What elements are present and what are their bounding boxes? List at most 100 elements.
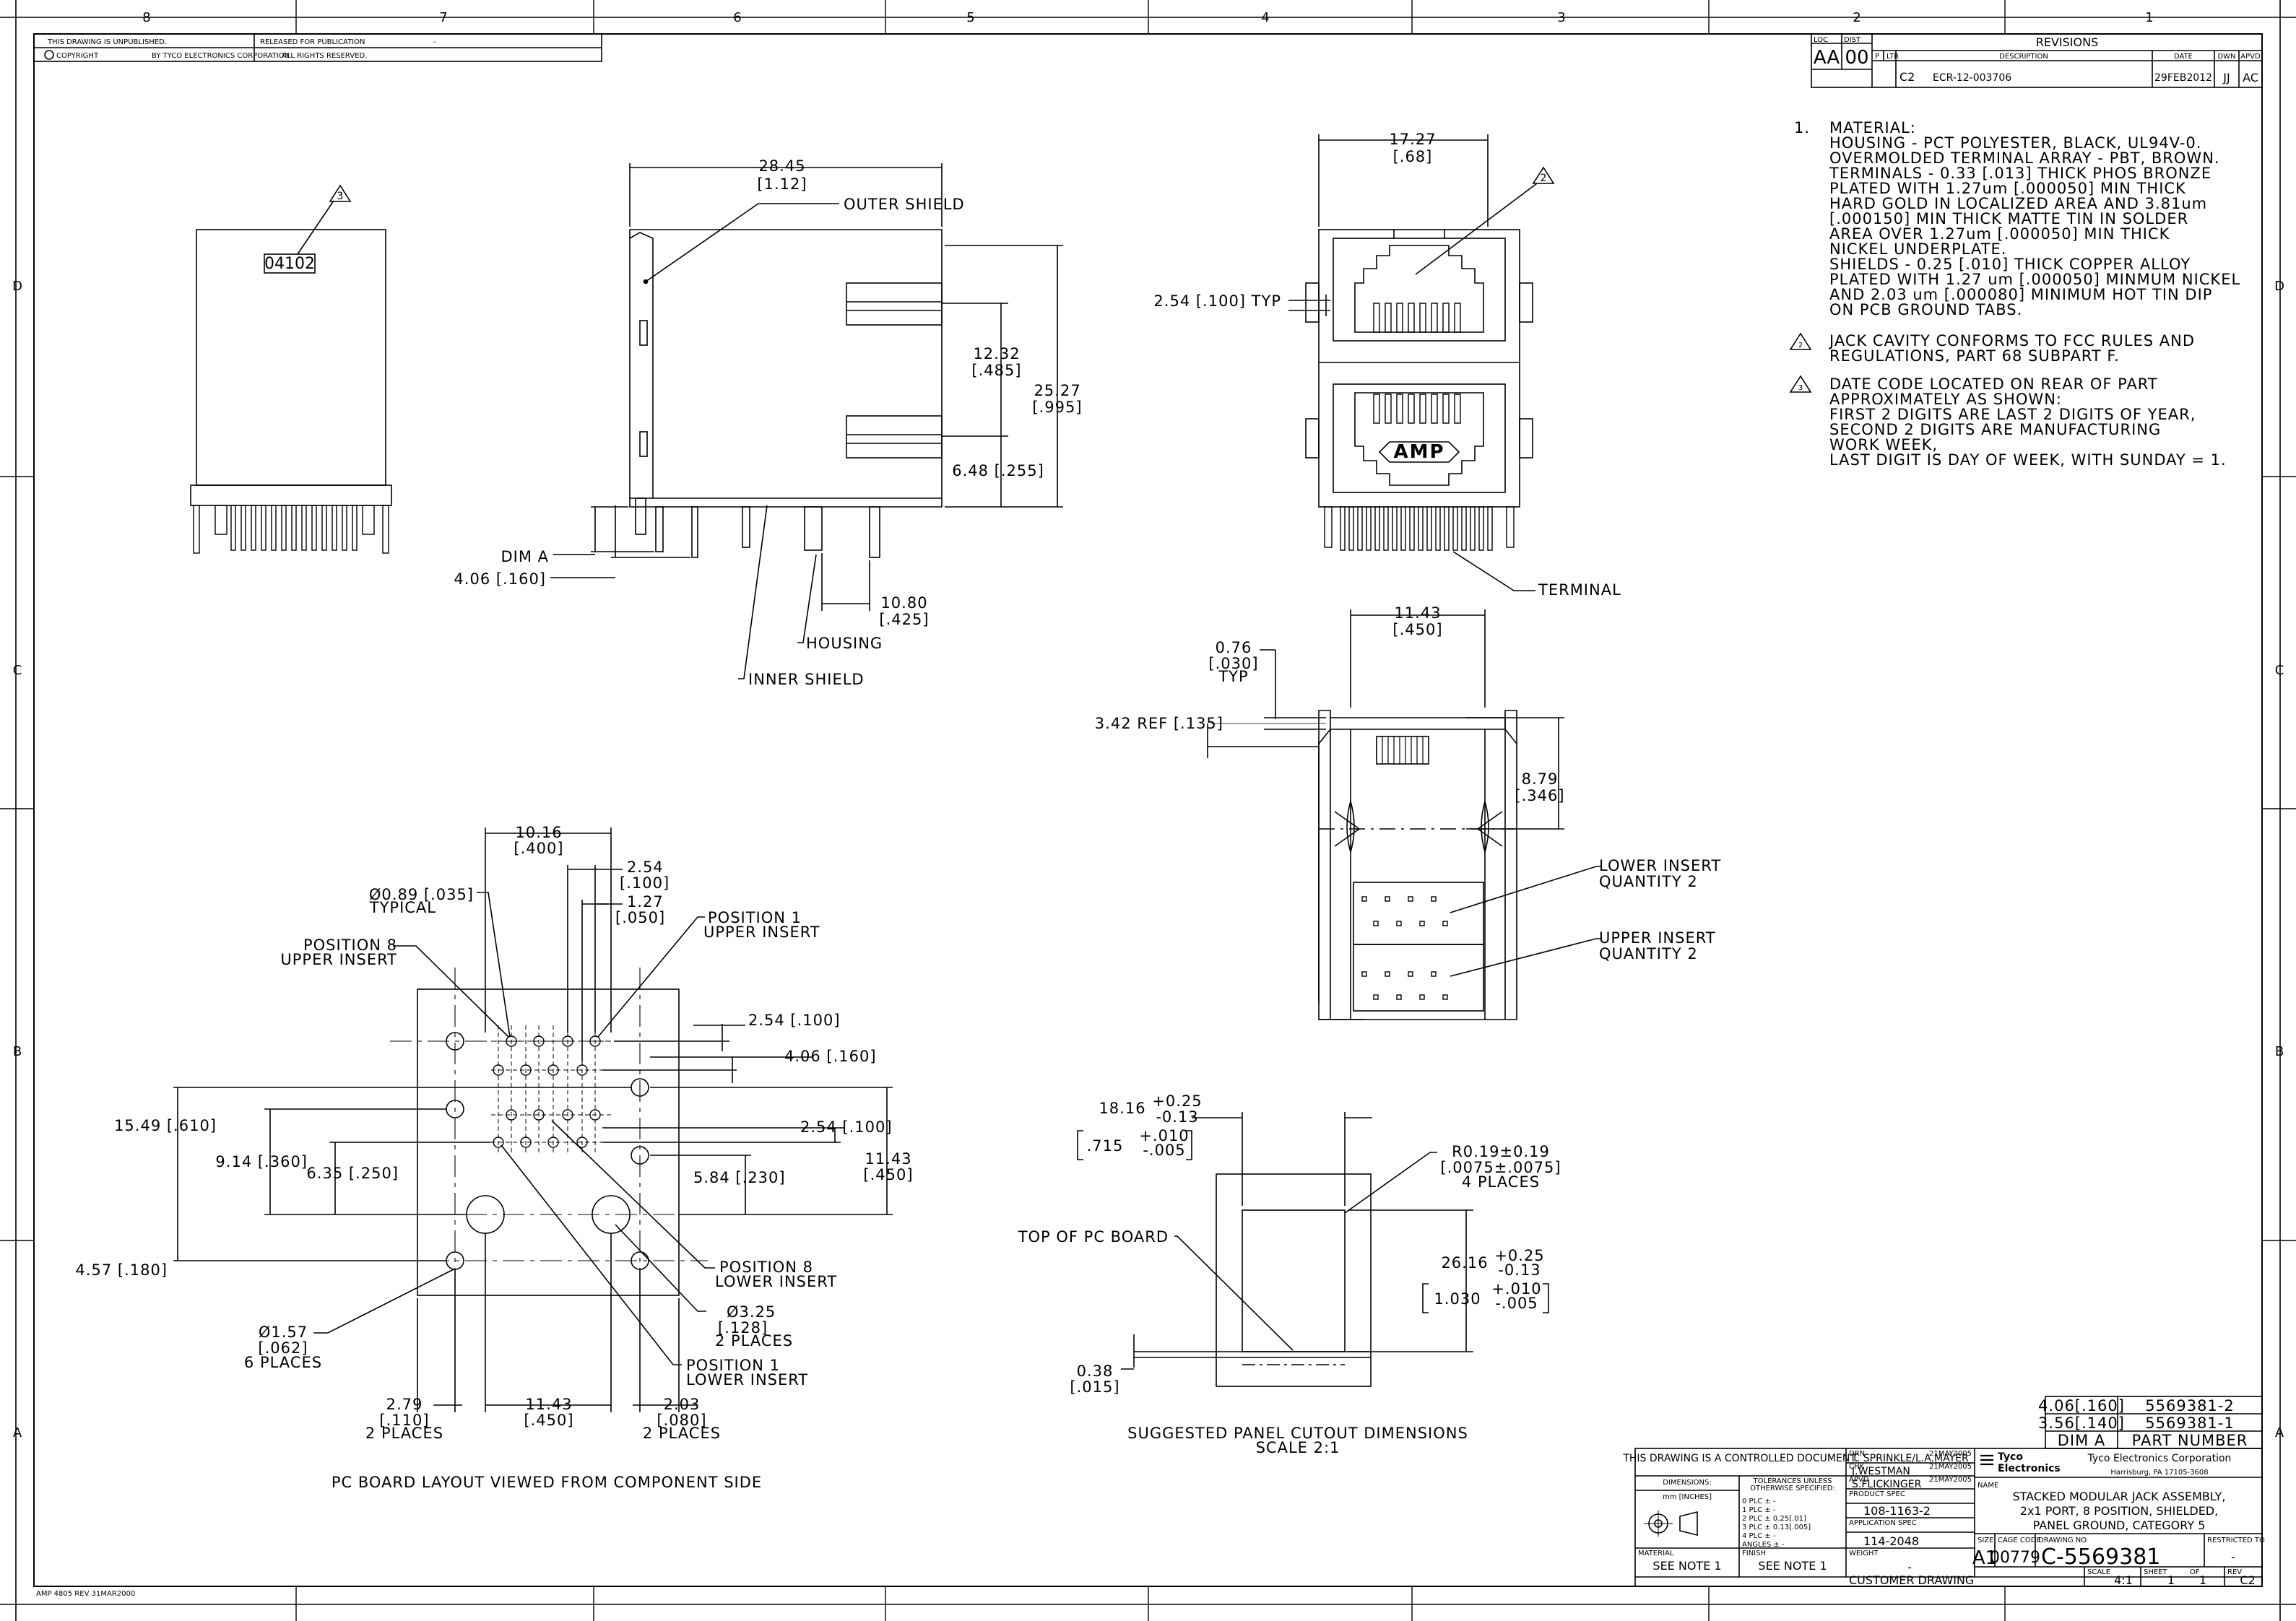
tb-chk-date: 21MAY2005: [1929, 1463, 1972, 1471]
bottom-d2: 3.42 REF [.135]: [1095, 715, 1223, 732]
rev-title: REVISIONS: [2036, 35, 2098, 49]
tb-tol-row-0: 0 PLC ± -: [1742, 1498, 1776, 1505]
pcb-l1549: 15.49 [.610]: [114, 1117, 217, 1134]
bottom-upper-qty: QUANTITY 2: [1599, 945, 1698, 962]
pcb-hole325-in: [.128]: [718, 1319, 768, 1337]
front-width-in: [.68]: [1393, 148, 1433, 165]
panel-w: 18.16: [1099, 1100, 1145, 1117]
pcb-d254: 2.54: [627, 859, 664, 876]
tb-tol-row-4: 4 PLC ± -: [1742, 1532, 1776, 1540]
tb-logo-2: Electronics: [1998, 1463, 2061, 1474]
front-view-flag-number: 2: [1541, 173, 1547, 184]
note-1-line-3: TERMINALS - 0.33 [.013] THICK PHOS BRONZ…: [1829, 165, 2211, 182]
pcb-hole-157-icon: [446, 1032, 464, 1051]
front-view-flag-icon: [1532, 166, 1555, 184]
header-copyright: COPYRIGHT: [56, 52, 99, 60]
panel-h-tol-p: +0.25: [1494, 1247, 1544, 1264]
pcb-hole325: Ø3.25: [727, 1303, 776, 1321]
tb-sheet-label: SHEET: [2144, 1568, 2168, 1576]
zone-col-2: 2: [1853, 10, 1860, 25]
tb-name-label: NAME: [1977, 1482, 1998, 1490]
bottom-d1-in: [.030]: [1208, 655, 1258, 672]
header-box: THIS DRAWING IS UNPUBLISHED. RELEASED FO…: [33, 33, 602, 62]
note-3-flag-number: 3: [1798, 384, 1803, 392]
tb-material: SEE NOTE 1: [1652, 1559, 1721, 1573]
pcb-r406: 4.06 [.160]: [784, 1048, 877, 1065]
part-h-pn: PART NUMBER: [2132, 1432, 2248, 1449]
tb-app-spec: 114-2048: [1863, 1534, 1919, 1548]
tb-location: Harrisburg, PA 17105-3608: [2110, 1469, 2208, 1477]
pcb-b1143-in: [.450]: [524, 1412, 573, 1429]
note-1-line-6: [.000150] MIN THICK MATTE TIN IN SOLDER: [1829, 210, 2188, 227]
tb-appvd-label: APVD: [1849, 1476, 1869, 1484]
bottom-view: 11.43 [.450] 0.76 [.030] TYP 3.42 REF [.…: [1095, 604, 1720, 1020]
tb-appvd-date: 21MAY2005: [1929, 1476, 1972, 1484]
pcb-b279-in: [.110]: [379, 1412, 429, 1429]
zone-row-d-right: D: [2274, 279, 2284, 294]
tb-tol-row-1: 1 PLC ± -: [1742, 1506, 1776, 1514]
side-dim2-in: [.995]: [1032, 399, 1082, 416]
pcb-pos8-lower-a: POSITION 8: [719, 1259, 813, 1276]
rev-ltr: C2: [1899, 70, 1915, 84]
rev-apvd-label: APVD: [2240, 53, 2261, 61]
tb-scale-label: SCALE: [2087, 1568, 2110, 1576]
zone-row-a: A: [13, 1425, 22, 1440]
note-3-line-0: DATE CODE LOCATED ON REAR OF PART: [1829, 375, 2158, 393]
zone-col-5: 5: [966, 10, 974, 25]
tb-dimensions-label: DIMENSIONS:: [1663, 1479, 1711, 1487]
pcb-hole325-qty: 2 PLACES: [715, 1332, 793, 1350]
bottom-d3-in: [.346]: [1515, 787, 1564, 804]
tb-tol-title-2: OTHERWISE SPECIFIED:: [1750, 1485, 1835, 1492]
pcb-r584: 5.84 [.230]: [693, 1169, 786, 1186]
tb-drn-label: DRN: [1849, 1450, 1865, 1458]
panel-h: 26.16: [1441, 1254, 1488, 1272]
tb-rev: C2: [2240, 1573, 2255, 1587]
zone-row-b-right: B: [2275, 1044, 2284, 1059]
tb-restricted: -: [2231, 1550, 2235, 1564]
note-flags: 2 3: [1789, 332, 1812, 393]
pcb-hole157-in: [.062]: [258, 1339, 308, 1357]
side-housing: HOUSING: [806, 635, 883, 652]
panel-top: TOP OF PC BOARD: [1018, 1228, 1169, 1246]
note-1-number: 1.: [1794, 119, 1810, 136]
front-terminal: TERMINAL: [1538, 581, 1621, 599]
tb-material-label: MATERIAL: [1638, 1550, 1674, 1557]
panel-h-in: 1.030: [1434, 1290, 1481, 1308]
zone-row-a-right: A: [2275, 1425, 2284, 1440]
note-2-line-0: JACK CAVITY CONFORMS TO FCC RULES AND: [1828, 332, 2195, 349]
tb-name-1: 2x1 PORT, 8 POSITION, SHIELDED,: [2020, 1504, 2218, 1518]
side-view: 28.45 [1.12] OUTER SHIELD 12.32 [.485] 2…: [454, 157, 1082, 688]
pcb-b203-in: [.080]: [657, 1412, 706, 1429]
pcb-d254-in: [.100]: [620, 874, 670, 892]
tb-finish: SEE NOTE 1: [1758, 1559, 1827, 1573]
tb-name-0: STACKED MODULAR JACK ASSEMBLY,: [2012, 1490, 2225, 1503]
note-1-line-5: HARD GOLD IN LOCALIZED AREA AND 3.81um: [1829, 195, 2207, 212]
tyco-logo-icon: [1980, 1454, 1993, 1466]
tb-drn: T. SPRINKLE/L.A.MAYER: [1851, 1453, 1969, 1464]
rev-loc: AA: [1814, 47, 1840, 69]
side-dim-a: DIM A: [501, 548, 549, 565]
bottom-d1-typ: TYP: [1218, 668, 1248, 685]
pcb-d127: 1.27: [627, 893, 664, 911]
pcb-r254b: 2.54 [.100]: [800, 1118, 893, 1136]
note-2-flag-icon: [1789, 332, 1812, 350]
pcb-hole157-qty: 6 PLACES: [244, 1354, 322, 1371]
pcb-d127-in: [.050]: [615, 909, 665, 926]
header-released-tail: -: [433, 38, 436, 46]
panel-h-in-tol-p: +.010: [1491, 1280, 1541, 1298]
side-dim5-in: [.425]: [879, 611, 929, 628]
rev-dist: 00: [1845, 47, 1868, 69]
part-pn-0: 5569381-2: [2145, 1397, 2234, 1414]
tb-appvd: S.FLICKINGER: [1852, 1479, 1922, 1490]
rev-dwn-label: DWN: [2217, 53, 2235, 61]
title-block: THIS DRAWING IS A CONTROLLED DOCUMENT. D…: [1622, 1448, 2265, 1587]
panel-w-tol-p: +0.25: [1152, 1092, 1202, 1110]
pcb-pos1-lower-a: POSITION 1: [686, 1357, 780, 1374]
form-id: AMP 4805 REV 31MAR2000: [36, 1590, 135, 1598]
zone-col-1: 1: [2145, 10, 2153, 25]
tb-size: A1: [1972, 1547, 1997, 1569]
note-3-line-2: FIRST 2 DIGITS ARE LAST 2 DIGITS OF YEAR…: [1829, 406, 2196, 423]
side-dim2: 25.27: [1034, 382, 1080, 399]
bottom-d1: 0.76: [1216, 639, 1252, 656]
pcb-pos1-upper-a: POSITION 1: [708, 909, 802, 926]
